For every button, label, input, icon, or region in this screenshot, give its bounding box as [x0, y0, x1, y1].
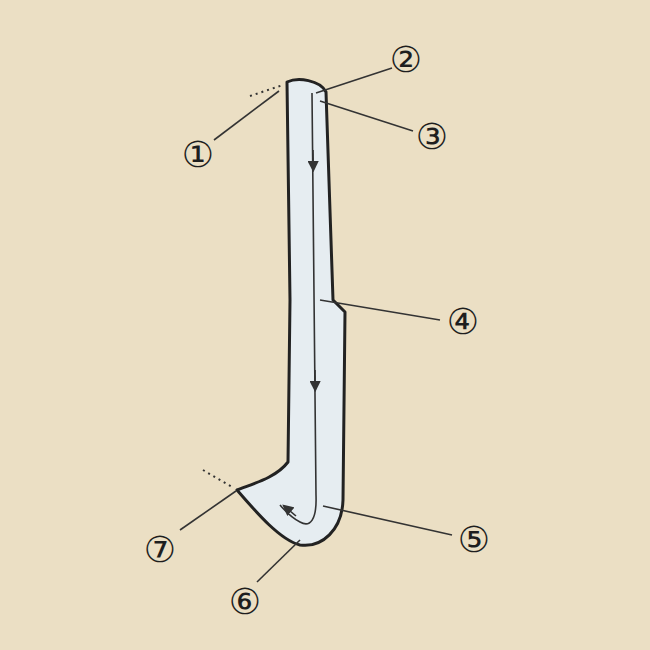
direction-arrow: [314, 370, 316, 390]
stroke-path-line: [280, 93, 316, 524]
hook-stroke: [237, 80, 345, 546]
direction-arrow: [284, 506, 296, 516]
leader-lines: [180, 68, 452, 582]
callout-number: ⑤: [458, 522, 490, 558]
callout-number: ③: [416, 119, 448, 155]
direction-arrow: [312, 150, 314, 170]
callout-number: ②: [390, 42, 422, 78]
callout-number: ④: [447, 304, 479, 340]
callout-number: ①: [182, 137, 214, 173]
callout-number: ⑥: [229, 584, 261, 620]
extension-lines: [203, 85, 283, 488]
callout-number: ⑦: [144, 532, 176, 568]
